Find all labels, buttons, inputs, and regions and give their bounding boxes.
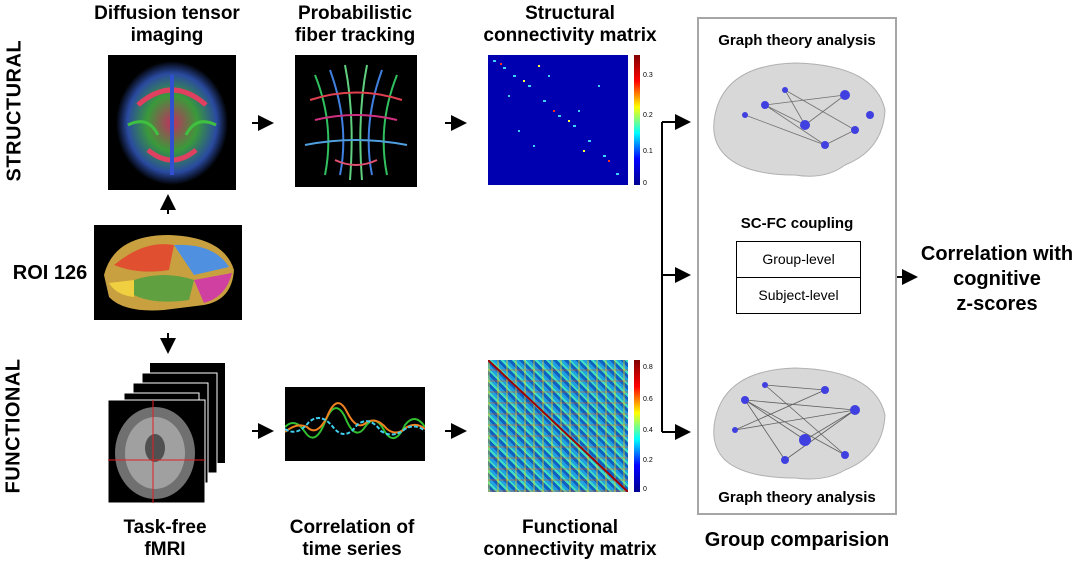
sc-matrix-image (488, 55, 628, 185)
tracking-title: Probabilistic fiber tracking (294, 3, 416, 46)
fc-colorbar-tick: 0.8 (643, 364, 653, 371)
coupling-title: SC-FC coupling (740, 215, 854, 232)
dti-brain-image (108, 55, 236, 190)
timeseries-image (285, 387, 425, 461)
fc-colorbar-tick: 0.4 (643, 427, 653, 434)
graph-theory-bottom-label: Graph theory analysis (718, 489, 876, 506)
functional-graph-brain-image (705, 360, 891, 485)
roi-label: ROI 126 (12, 262, 88, 284)
fc-colorbar (634, 360, 640, 492)
group-comparison-panel (697, 17, 897, 515)
dti-title: Diffusion tensor imaging (94, 3, 240, 46)
fc-colorbar-tick: 0 (643, 486, 647, 493)
sc-matrix-title: Structural connectivity matrix (483, 3, 657, 46)
group-level-box: Group-level (736, 241, 861, 278)
roi-brain-image (94, 225, 242, 320)
fmri-stack-image (105, 360, 230, 505)
sc-colorbar-tick: 0.3 (643, 72, 653, 79)
sc-colorbar (634, 55, 640, 185)
structural-graph-brain-image (705, 55, 891, 185)
subject-level-box: Subject-level (736, 277, 861, 314)
graph-theory-top-label: Graph theory analysis (718, 32, 876, 49)
fc-matrix-title: Functional connectivity matrix (483, 517, 657, 560)
sc-colorbar-tick: 0.2 (643, 112, 653, 119)
group-comparison-caption: Group comparision (704, 529, 890, 551)
timeseries-title: Correlation of time series (289, 517, 415, 560)
sc-colorbar-tick: 0.1 (643, 148, 653, 155)
fc-colorbar-tick: 0.2 (643, 457, 653, 464)
fmri-title: Task-free fMRI (123, 517, 207, 560)
fc-colorbar-tick: 0.6 (643, 396, 653, 403)
output-label: Correlation with cognitive z-scores (920, 243, 1074, 315)
fiber-tracking-image (295, 55, 417, 187)
sc-colorbar-tick: 0 (643, 180, 647, 187)
fc-matrix-image (488, 360, 628, 492)
